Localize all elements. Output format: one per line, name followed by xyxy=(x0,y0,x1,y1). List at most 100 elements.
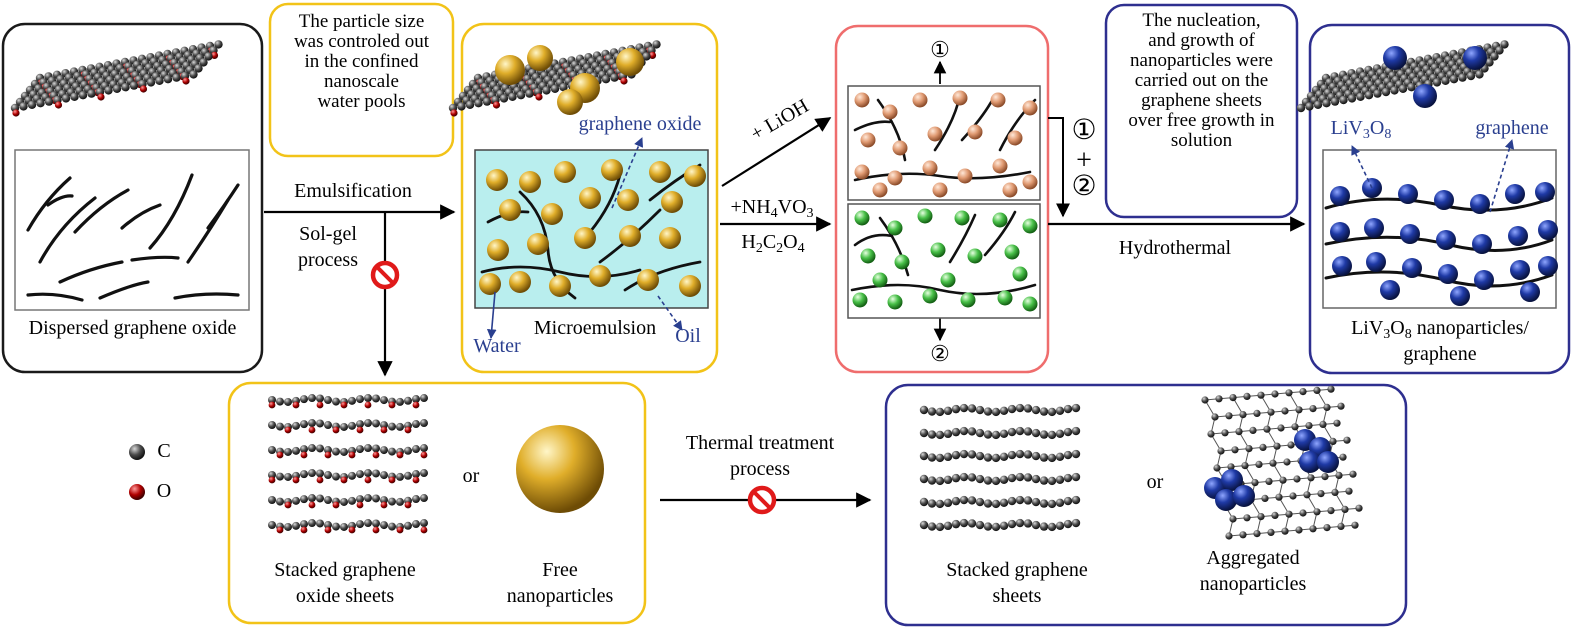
carbon-atom xyxy=(36,99,45,108)
circled-two-icon: ② xyxy=(930,341,950,366)
carbon-atom xyxy=(1329,437,1337,445)
nh4vo3-mid: VO xyxy=(777,196,807,218)
copper-sphere xyxy=(912,92,928,108)
gold-sphere xyxy=(487,239,509,261)
carbon-atom xyxy=(404,446,412,455)
label-solgel: Sol-gel xyxy=(299,223,357,245)
carbon-atom xyxy=(959,472,969,482)
carbon-atom xyxy=(364,494,372,503)
h2c2o4-s1: 2 xyxy=(755,240,763,256)
oxygen-atom xyxy=(268,401,276,409)
carbon-atom xyxy=(1343,436,1351,444)
carbon-atom xyxy=(292,446,300,455)
carbon-atom xyxy=(396,497,404,506)
blue-sphere xyxy=(1538,256,1558,276)
carbon-atom xyxy=(919,520,929,530)
green-sphere xyxy=(940,272,956,288)
carbon-atom xyxy=(420,469,428,478)
carbon-atom xyxy=(1296,103,1306,113)
carbon-atom xyxy=(324,521,332,530)
carbon-atom xyxy=(1257,513,1265,521)
carbon-atom xyxy=(1225,412,1233,420)
carbon-atom xyxy=(308,519,316,528)
carbon-atom xyxy=(610,73,619,82)
label-process: process xyxy=(298,249,358,271)
carbon-atom xyxy=(268,521,276,529)
carbon-atom xyxy=(1321,473,1329,481)
carbon-atom xyxy=(1323,403,1331,411)
carbon-atom xyxy=(1281,407,1289,415)
carbon-atom xyxy=(959,426,969,436)
carbon-atom xyxy=(927,522,937,531)
go-sheet-with-blue-icon xyxy=(1296,40,1509,113)
carbon-atom xyxy=(1039,499,1049,508)
carbon-atom xyxy=(983,430,993,439)
carbon-atom xyxy=(388,422,396,431)
carbon-atom xyxy=(927,453,937,462)
carbon-atom xyxy=(652,40,661,49)
oxygen-atom xyxy=(276,451,284,459)
note-particle-line: nanoscale xyxy=(324,70,399,92)
copper-sphere xyxy=(990,92,1006,108)
blue-sphere xyxy=(1450,286,1470,306)
carbon-atom xyxy=(1211,413,1219,421)
carbon-atom xyxy=(1063,427,1073,437)
carbon-atom xyxy=(356,445,364,454)
green-sphere xyxy=(887,294,903,310)
caption-lvo-line1: LiV3O8 nanoparticles/ xyxy=(1314,318,1566,342)
caption-lvo-line2: graphene xyxy=(1403,343,1477,365)
carbon-atom xyxy=(1235,428,1243,436)
carbon-atom xyxy=(991,522,1001,532)
label-emulsification: Emulsification xyxy=(294,180,412,202)
circled-one-icon: ① xyxy=(930,37,950,62)
carbon-atom xyxy=(316,419,324,428)
green-sphere xyxy=(1022,296,1038,312)
carbon-atom xyxy=(951,427,961,437)
label-lvo: LiV3O8 xyxy=(1316,117,1406,142)
carbon-atom xyxy=(482,97,492,106)
lvo-a: LiV xyxy=(1330,117,1363,139)
carbon-atom xyxy=(356,395,364,404)
green-sphere xyxy=(1022,218,1038,234)
carbon-atom xyxy=(372,519,380,528)
carbon-atom xyxy=(1239,531,1247,539)
carbon-atom xyxy=(380,446,388,455)
label-water: Water xyxy=(473,335,521,357)
stacked-go-sheets-icon xyxy=(268,394,428,534)
carbon-atom xyxy=(1245,445,1253,453)
carbon-atom xyxy=(1309,405,1317,413)
gold-sphere xyxy=(659,227,681,249)
carbon-atom xyxy=(1441,76,1450,86)
carbon-atom xyxy=(1071,518,1081,528)
green-sphere xyxy=(954,210,970,226)
carbon-atom xyxy=(1285,389,1293,397)
carbon-atom xyxy=(332,447,340,456)
carbon-atom xyxy=(1283,458,1291,466)
oxygen-atom xyxy=(324,526,332,534)
label-graphene-oxide: graphene oxide xyxy=(578,113,702,135)
carbon-atom xyxy=(1015,426,1025,436)
combine-marker-two: ② xyxy=(1071,171,1097,202)
gold-sphere xyxy=(637,269,659,291)
carbon-atom xyxy=(1213,464,1221,472)
carbon-atom xyxy=(1015,472,1025,482)
carbon-atom xyxy=(1217,447,1225,455)
carbon-atom xyxy=(1031,428,1041,438)
oxygen-atom xyxy=(332,426,340,434)
carbon-atom xyxy=(1039,453,1049,462)
carbon-atom xyxy=(1458,73,1467,82)
green-sphere xyxy=(930,242,946,258)
carbon-atom xyxy=(542,86,551,95)
gold-sphere xyxy=(527,233,549,255)
note-particle-line: The particle size xyxy=(298,11,425,32)
carbon-atom xyxy=(457,102,466,111)
carbon-atom xyxy=(975,405,985,415)
carbon-atom xyxy=(199,58,208,67)
gold-sphere xyxy=(619,225,641,247)
carbon-atom xyxy=(112,84,122,94)
carbon-atom xyxy=(332,522,340,531)
carbon-atom xyxy=(1337,402,1345,410)
carbon-atom xyxy=(935,407,945,417)
carbon-atom xyxy=(27,100,37,110)
